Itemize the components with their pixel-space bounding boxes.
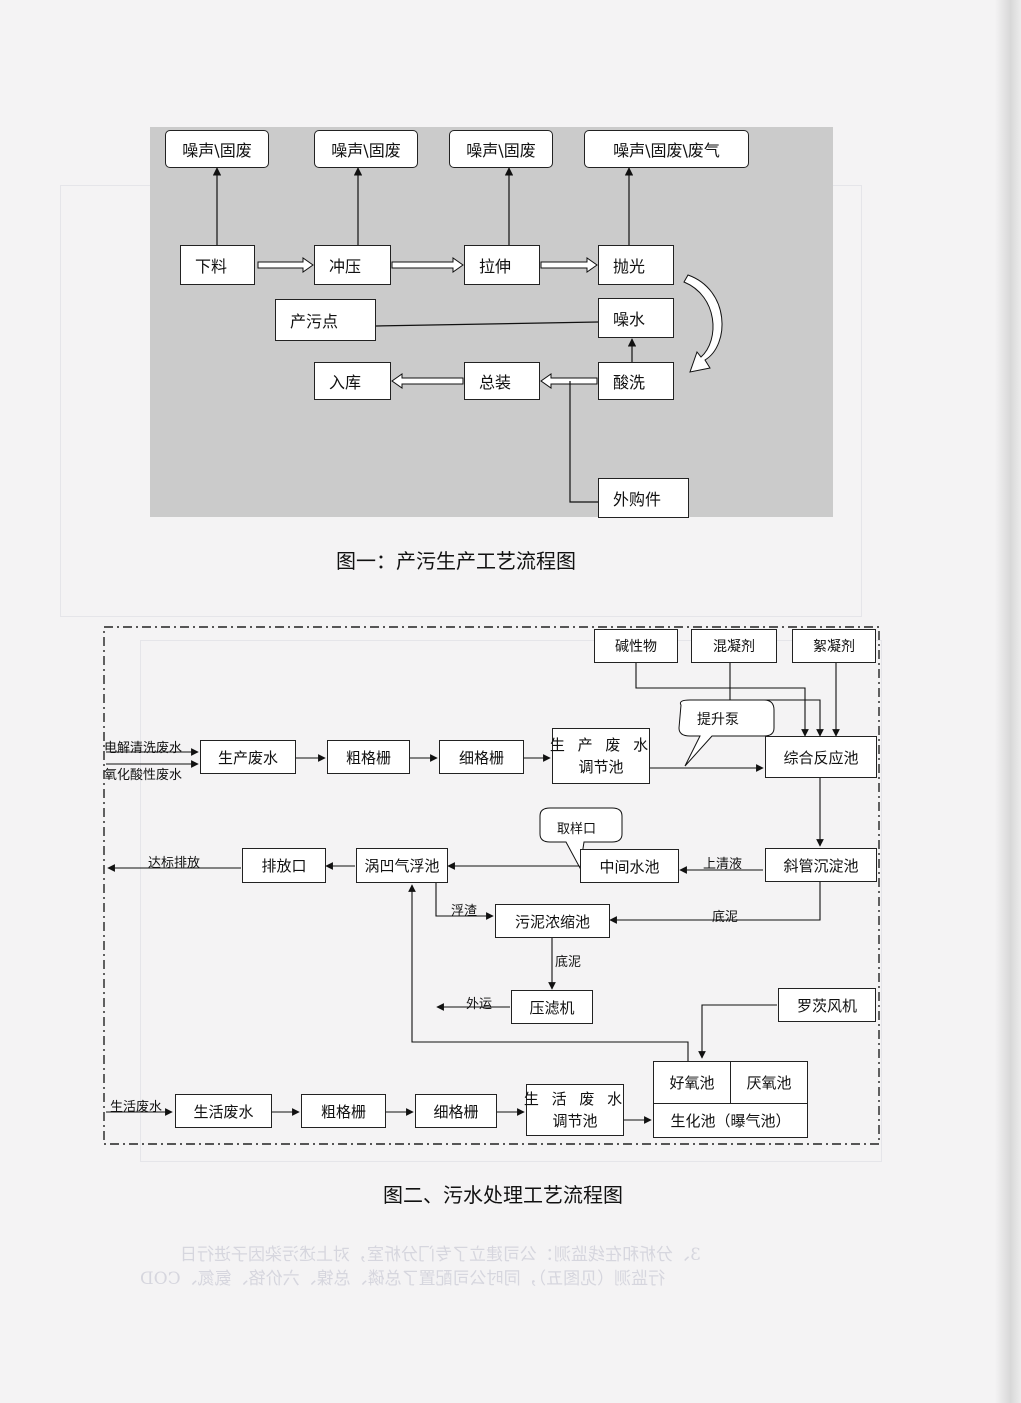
step-xialiao: 下料 xyxy=(180,245,255,285)
roots-blower: 罗茨风机 xyxy=(778,988,876,1022)
sludge-label-1: 底泥 xyxy=(712,910,739,925)
output-noise-solid-waste-3: 噪声\固废 xyxy=(449,130,553,168)
fine-grid-2: 细格栅 xyxy=(415,1094,497,1128)
coarse-grid-2: 粗格栅 xyxy=(301,1094,386,1128)
sludge-label-2: 底泥 xyxy=(555,955,582,970)
inclined-sedimentation-tank: 斜管沉淀池 xyxy=(765,848,877,882)
production-adjust-tank: 生 产 废 水调节池 xyxy=(550,728,650,784)
step-zaoshui: 噪水 xyxy=(598,298,674,338)
biochemical-aeration-tank: 生化池（曝气池） xyxy=(653,1103,808,1138)
scum-label: 浮渣 xyxy=(451,904,478,919)
scanned-page-edge xyxy=(995,0,1021,1403)
purchased-parts: 外购件 xyxy=(598,478,689,518)
discharge-label: 达标排放 xyxy=(148,856,201,871)
coarse-grid-1: 粗格栅 xyxy=(327,740,410,774)
output-noise-solid-waste-1: 噪声\固废 xyxy=(165,130,269,168)
vortex-flotation-tank: 涡凹气浮池 xyxy=(356,848,448,883)
bleed-through-frame-2 xyxy=(140,640,882,1162)
fine-grid-1: 细格栅 xyxy=(439,740,524,774)
output-noise-solid-waste-gas: 噪声\固废\废气 xyxy=(584,130,749,168)
supernatant-label: 上清液 xyxy=(703,857,743,872)
reagent-alkali: 碱性物 xyxy=(594,629,678,663)
step-paoguang: 抛光 xyxy=(598,245,674,285)
output-noise-solid-waste-2: 噪声\固废 xyxy=(314,130,418,168)
outbound-label: 外运 xyxy=(466,997,493,1012)
figure1-caption: 图一：产污生产工艺流程图 xyxy=(336,549,576,573)
reagent-coagulant: 混凝剂 xyxy=(691,629,777,663)
production-wastewater: 生产废水 xyxy=(200,740,296,774)
step-suanxi: 酸洗 xyxy=(598,362,674,400)
step-chongya: 冲压 xyxy=(314,245,391,285)
filter-press: 压滤机 xyxy=(511,990,593,1024)
domestic-wastewater: 生活废水 xyxy=(175,1094,272,1128)
input-electrolytic-label: 电解清洗废水 xyxy=(104,741,183,756)
step-zongzhuang: 总装 xyxy=(464,362,540,400)
domestic-adjust-tank: 生 活 废 水调节池 xyxy=(524,1084,624,1136)
input-domestic-label: 生活废水 xyxy=(110,1100,163,1115)
aerobic-tank: 好氧池 xyxy=(653,1061,731,1104)
outlet: 排放口 xyxy=(242,848,326,883)
middle-tank: 中间水池 xyxy=(580,849,679,883)
lift-pump-callout: 提升泵 xyxy=(697,712,739,728)
reaction-tank: 综合反应池 xyxy=(765,736,877,778)
input-oxidation-label: 氧化酸性废水 xyxy=(104,768,183,783)
step-ruku: 入库 xyxy=(314,362,391,400)
figure2-caption: 图二、污水处理工艺流程图 xyxy=(383,1183,623,1207)
pollution-point: 产污点 xyxy=(275,299,376,341)
anaerobic-tank: 厌氧池 xyxy=(730,1061,808,1104)
sampling-port-callout: 取样口 xyxy=(557,822,597,837)
step-lashen: 拉伸 xyxy=(464,245,540,285)
sludge-thickener: 污泥浓缩池 xyxy=(495,904,610,938)
reagent-flocculant: 絮凝剂 xyxy=(792,629,876,663)
